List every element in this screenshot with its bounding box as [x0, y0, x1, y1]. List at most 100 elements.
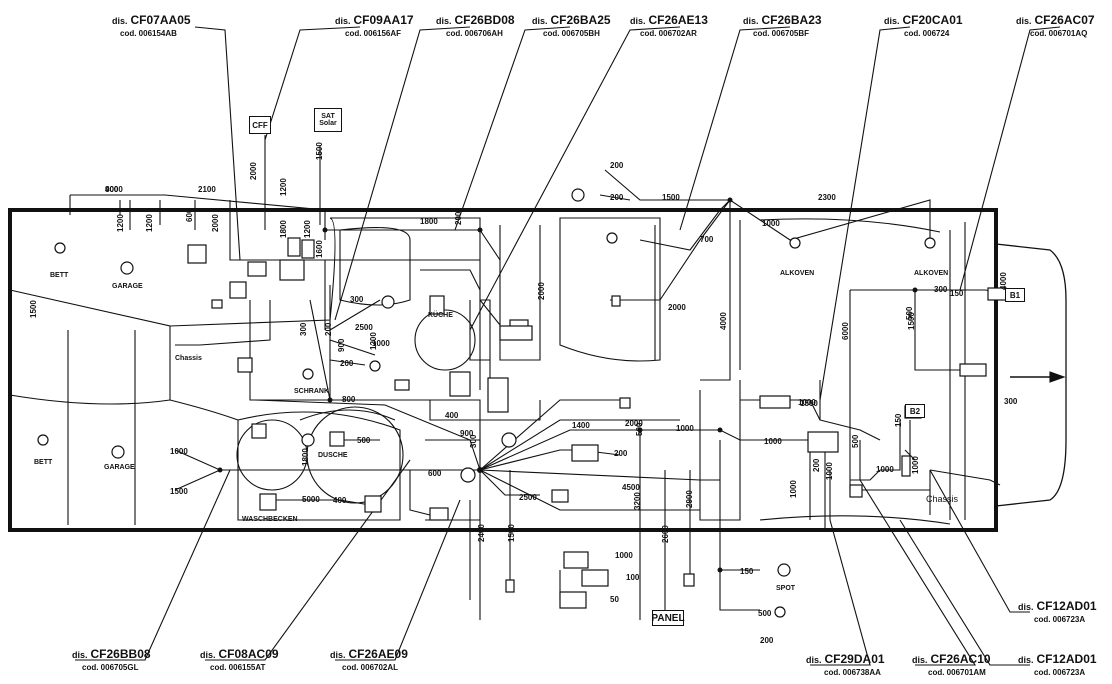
wire-length-label: 800	[342, 395, 356, 404]
garage-label-top: GARAGE	[112, 283, 143, 290]
wire-length-label: 1000	[170, 447, 188, 456]
wire-length-label: 1000	[789, 480, 798, 498]
wire-length-label: 4000	[999, 272, 1008, 290]
callout-right-mid-cod: cod. 006723A	[1034, 615, 1086, 624]
callout-dis: CF08AC09	[218, 647, 279, 661]
callout-top-6-cod: cod. 006705BF	[753, 29, 810, 38]
callout-bottom-5-cod: cod. 006701AM	[928, 668, 986, 677]
wire-length-label: 2000	[537, 282, 546, 300]
callout-prefix: dis.	[330, 650, 346, 660]
wire-length-label: 1800	[279, 220, 288, 238]
wire-length-label: 1000	[762, 219, 780, 228]
wire-length-label: 2300	[818, 193, 836, 202]
wire-length-label: 1500	[29, 300, 38, 318]
callout-dis: CF26BA23	[761, 13, 822, 27]
wire-length-label: 1000	[825, 462, 834, 480]
vehicle-outline	[8, 208, 998, 532]
wire-length-label: 500	[758, 609, 772, 618]
wire-length-label: 1200	[145, 214, 154, 232]
wire-length-label: 1000	[876, 465, 894, 474]
callout-bottom-6-cod: cod. 006723A	[1034, 668, 1086, 677]
callout-prefix: dis.	[335, 16, 351, 26]
wire-length-label: 2500	[519, 493, 537, 502]
wire-length-label: 500	[851, 434, 860, 448]
wire-length-label: 5000	[302, 495, 320, 504]
kuche-label: KÜCHE	[428, 312, 453, 319]
wire-length-label: 2500	[355, 323, 373, 332]
callout-top-2: dis.CF09AA17	[335, 14, 414, 26]
callout-top-4-cod: cod. 006705BH	[543, 29, 600, 38]
callout-prefix: dis.	[112, 16, 128, 26]
wire-length-label: 600	[428, 469, 442, 478]
b2-label: B2	[909, 406, 921, 416]
callout-dis: CF26AE09	[348, 647, 408, 661]
wire-length-label: 200	[340, 359, 354, 368]
wire-length-label: 1500	[315, 142, 324, 160]
b2-box: B2	[905, 404, 925, 418]
waschbecken-label: WASCHBECKEN	[242, 516, 298, 523]
callout-top-7-cod: cod. 006724	[904, 29, 950, 38]
wire-length-label: 1200	[116, 214, 125, 232]
callout-top-8: dis.CF26AC07	[1016, 14, 1095, 26]
callout-top-8-cod: cod. 006701AQ	[1030, 29, 1088, 38]
wire-length-label: 1600	[315, 240, 324, 258]
wire-length-label: 1200	[303, 220, 312, 238]
bett-label-top: BETT	[50, 272, 69, 279]
callout-dis: CF26AC10	[930, 652, 991, 666]
callout-dis: CF12AD01	[1036, 599, 1097, 613]
callout-dis: CF26BD08	[454, 13, 515, 27]
chassis-label-right: Chassis	[926, 494, 959, 504]
callout-prefix: dis.	[72, 650, 88, 660]
wire-length-label: 300	[934, 285, 948, 294]
chassis-label-left: Chassis	[175, 355, 202, 362]
wire-length-label: 2000	[625, 419, 643, 428]
callout-bottom-4: dis.CF29DA01	[806, 653, 885, 665]
wire-length-label: 300	[350, 295, 364, 304]
cff-label: CFF	[252, 120, 268, 130]
wire-length-label: 150	[740, 567, 754, 576]
callout-top-7: dis.CF20CA01	[884, 14, 963, 26]
callout-top-5-cod: cod. 006702AR	[640, 29, 697, 38]
callout-dis: CF09AA17	[353, 13, 414, 27]
wire-length-label: 900	[460, 429, 474, 438]
callout-dis: CF26BB08	[90, 647, 151, 661]
b1-box: B1	[1005, 288, 1025, 302]
callout-right-mid: dis.CF12AD01	[1018, 600, 1097, 612]
callout-prefix: dis.	[1016, 16, 1032, 26]
wire-length-label: 1000	[676, 424, 694, 433]
wire-length-label: 200	[760, 636, 774, 645]
wire-length-label: 1000	[798, 398, 816, 407]
callout-top-4: dis.CF26BA25	[532, 14, 611, 26]
wire-length-label: 3200	[633, 492, 642, 510]
callout-dis: CF26BA25	[550, 13, 611, 27]
wire-length-label: 300	[299, 322, 308, 336]
wire-length-label: 150	[950, 289, 964, 298]
wire-length-label: 2000	[668, 303, 686, 312]
callout-dis: CF26AC07	[1034, 13, 1095, 27]
callout-bottom-3: dis.CF26AE09	[330, 648, 408, 660]
wire-length-label: 6000	[841, 322, 850, 340]
dusche-label: DUSCHE	[318, 452, 348, 459]
callout-prefix: dis.	[1018, 655, 1034, 665]
callout-top-5: dis.CF26AE13	[630, 14, 708, 26]
panel-box: PANEL	[651, 610, 685, 626]
wire-length-label: 200	[812, 458, 821, 472]
wire-length-label: 1500	[170, 487, 188, 496]
callout-prefix: dis.	[630, 16, 646, 26]
wire-length-label: 400	[333, 496, 347, 505]
wire-length-label: 500	[357, 436, 371, 445]
alkoven-label-right: ALKOVEN	[914, 270, 949, 277]
spot-label: SPOT	[776, 585, 796, 592]
callout-prefix: dis.	[200, 650, 216, 660]
callout-top-1: dis.CF07AA05	[112, 14, 191, 26]
wire-length-label: 200	[454, 211, 463, 225]
callout-prefix: dis.	[436, 16, 452, 26]
wire-length-label: 200	[324, 322, 333, 336]
panel-label: PANEL	[651, 612, 685, 624]
wire-length-label: 700	[700, 235, 714, 244]
wire-length-label: 1800	[420, 217, 438, 226]
callout-top-3-cod: cod. 006706AH	[446, 29, 503, 38]
wire-length-label: 4000	[105, 185, 123, 194]
wire-length-label: 1500	[800, 399, 818, 408]
